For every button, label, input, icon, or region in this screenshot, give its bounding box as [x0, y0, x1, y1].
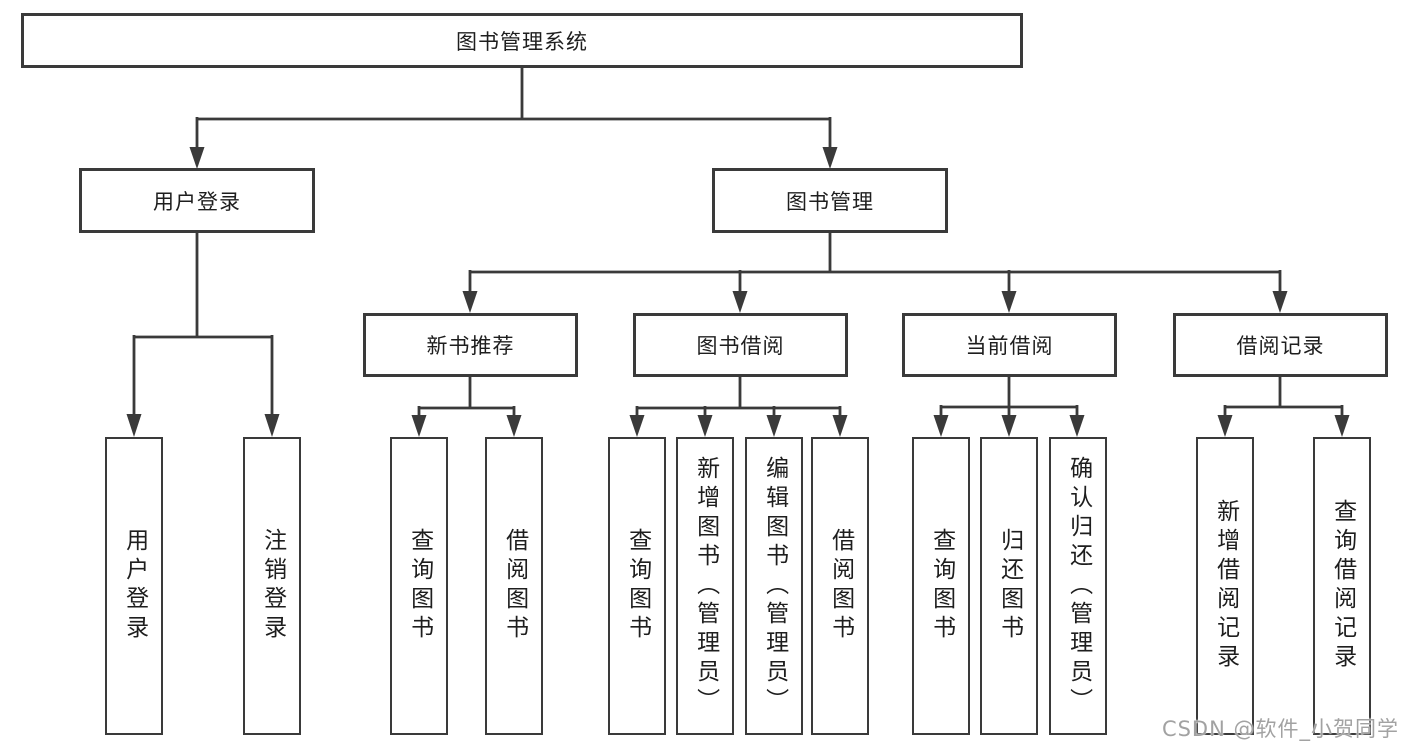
- leaf-return-book: 归还图书: [980, 437, 1038, 735]
- leaf-query-borrow-record: 查询借阅记录: [1313, 437, 1371, 735]
- leaf-query-books-current-label: 查询图书: [928, 528, 955, 644]
- node-new-book-recommend-label: 新书推荐: [426, 334, 515, 358]
- leaf-add-book-admin: 新增图书（管理员）: [676, 437, 734, 735]
- leaf-edit-book-admin-label: 编辑图书（管理员）: [761, 455, 788, 717]
- leaf-confirm-return-admin: 确认归还（管理员）: [1049, 437, 1107, 735]
- node-user-login-label: 用户登录: [153, 189, 241, 214]
- connector-current-borrow: [933, 375, 1085, 437]
- connector-borrow-records: [1217, 375, 1350, 437]
- leaf-logout-login-label: 注销登录: [259, 528, 286, 644]
- leaf-query-borrow-record-label: 查询借阅记录: [1329, 499, 1356, 673]
- node-book-borrow: 图书借阅: [633, 313, 848, 377]
- node-new-book-recommend: 新书推荐: [363, 313, 578, 377]
- leaf-query-books-recommend: 查询图书: [390, 437, 448, 735]
- leaf-add-borrow-record-label: 新增借阅记录: [1212, 499, 1239, 673]
- node-book-borrow-label: 图书借阅: [696, 334, 785, 358]
- leaf-user-login: 用户登录: [105, 437, 163, 735]
- leaf-borrow-books-borrow-label: 借阅图书: [827, 528, 854, 644]
- node-current-borrow-label: 当前借阅: [965, 334, 1054, 358]
- connector-new-book-recommend: [411, 375, 522, 437]
- leaf-edit-book-admin: 编辑图书（管理员）: [745, 437, 803, 735]
- node-current-borrow: 当前借阅: [902, 313, 1117, 377]
- leaf-confirm-return-admin-label: 确认归还（管理员）: [1065, 455, 1092, 717]
- node-book-management-label: 图书管理: [786, 189, 874, 214]
- leaf-return-book-label: 归还图书: [996, 528, 1023, 644]
- node-user-login: 用户登录: [79, 168, 315, 233]
- connector-user-login: [126, 231, 280, 437]
- leaf-logout-login: 注销登录: [243, 437, 301, 735]
- node-library-management-system: 图书管理系统: [21, 13, 1023, 68]
- connector-root: [189, 66, 838, 169]
- watermark: CSDN @软件_小贺同学: [1161, 717, 1399, 741]
- leaf-add-book-admin-label: 新增图书（管理员）: [692, 455, 719, 717]
- node-library-management-system-label: 图书管理系统: [456, 29, 588, 54]
- leaf-add-borrow-record: 新增借阅记录: [1196, 437, 1254, 735]
- leaf-query-books-borrow: 查询图书: [608, 437, 666, 735]
- node-borrow-records-label: 借阅记录: [1236, 334, 1325, 358]
- leaf-borrow-books-borrow: 借阅图书: [811, 437, 869, 735]
- leaf-borrow-books-recommend-label: 借阅图书: [501, 528, 528, 644]
- connector-book-management: [462, 231, 1288, 313]
- leaf-borrow-books-recommend: 借阅图书: [485, 437, 543, 735]
- leaf-query-books-borrow-label: 查询图书: [624, 528, 651, 644]
- leaf-user-login-label: 用户登录: [121, 528, 148, 644]
- node-book-management: 图书管理: [712, 168, 948, 233]
- leaf-query-books-current: 查询图书: [912, 437, 970, 735]
- node-borrow-records: 借阅记录: [1173, 313, 1388, 377]
- connector-book-borrow: [629, 375, 848, 437]
- leaf-query-books-recommend-label: 查询图书: [406, 528, 433, 644]
